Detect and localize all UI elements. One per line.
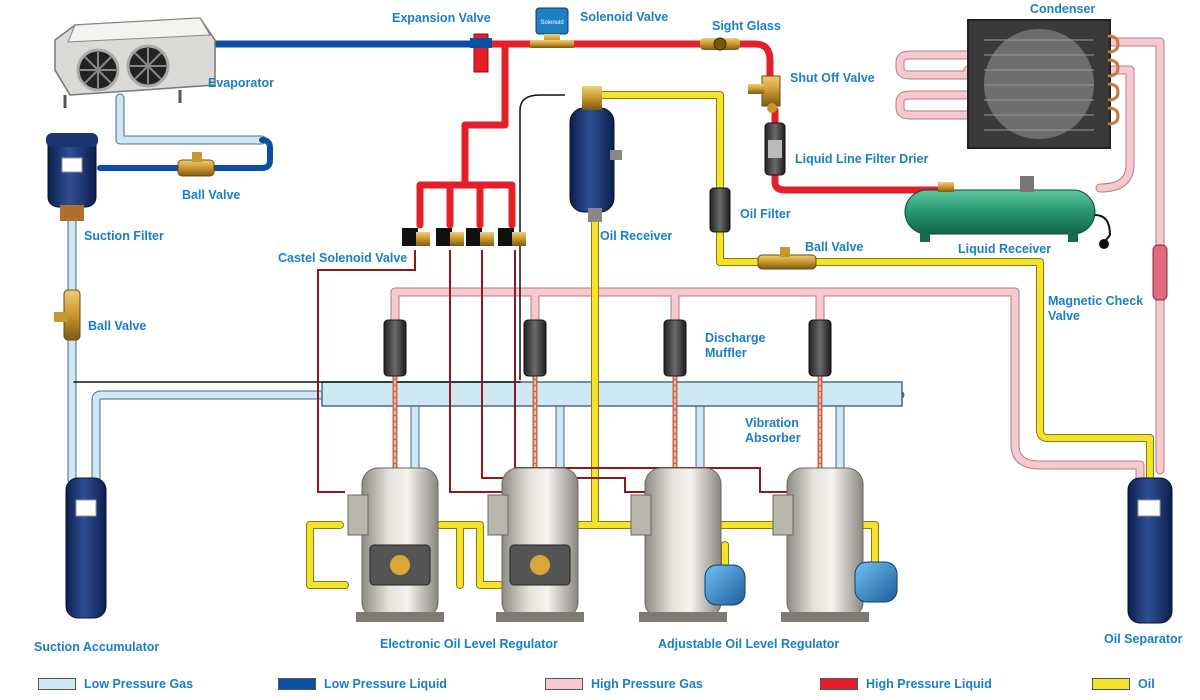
compressor-3 bbox=[630, 467, 746, 622]
label-adjustable-oil-level-regulator: Adjustable Oil Level Regulator bbox=[658, 637, 840, 651]
discharge-muffler-4 bbox=[808, 319, 832, 377]
legend-label: Oil bbox=[1138, 677, 1155, 691]
label-evaporator: Evaporator bbox=[208, 76, 274, 90]
label-electronic-oil-level-regulator: Electronic Oil Level Regulator bbox=[380, 637, 558, 651]
legend-swatch bbox=[820, 678, 858, 690]
evaporator bbox=[54, 17, 216, 108]
label-castel-solenoid-valve: Castel Solenoid Valve bbox=[278, 251, 408, 265]
label-discharge-muffler: Discharge Muffler bbox=[705, 331, 766, 360]
shut-off-valve bbox=[748, 75, 781, 113]
discharge-muffler-1 bbox=[383, 319, 407, 377]
label-condenser: Condenser bbox=[1030, 2, 1096, 16]
discharge-muffler-2 bbox=[523, 319, 547, 377]
solenoid-valve: Solenoid bbox=[530, 7, 574, 48]
oil-separator bbox=[1127, 477, 1173, 624]
castel-valve-3 bbox=[466, 228, 494, 246]
suction-filter bbox=[46, 133, 98, 221]
ball-valve-suction bbox=[54, 289, 81, 341]
castel-valve-2 bbox=[436, 228, 464, 246]
high-pressure-gas-lines bbox=[390, 37, 1165, 485]
low-pressure-gas-lines bbox=[67, 93, 905, 485]
legend-label: High Pressure Gas bbox=[591, 677, 703, 691]
label-ball-valve-suction: Ball Valve bbox=[88, 319, 147, 333]
legend-label: Low Pressure Liquid bbox=[324, 677, 447, 691]
expansion-valve bbox=[470, 33, 492, 73]
compressor-2 bbox=[487, 467, 584, 622]
low-pressure-liquid-lines bbox=[97, 40, 482, 171]
oil-filter bbox=[709, 187, 731, 233]
condenser bbox=[967, 19, 1120, 149]
label-liquid-line-filter-drier: Liquid Line Filter Drier bbox=[795, 152, 929, 166]
control-wires bbox=[317, 94, 790, 493]
label-sight-glass: Sight Glass bbox=[712, 19, 781, 33]
discharge-muffler-3 bbox=[663, 319, 687, 377]
liquid-receiver bbox=[904, 176, 1112, 249]
legend-label: High Pressure Liquid bbox=[866, 677, 992, 691]
label-ball-valve-oil: Ball Valve bbox=[805, 240, 864, 254]
suction-accumulator bbox=[65, 477, 107, 619]
castel-valve-1 bbox=[402, 228, 430, 246]
oil-lines bbox=[306, 91, 1154, 589]
ball-valve-oil bbox=[757, 247, 817, 270]
castel-solenoid-valves bbox=[402, 228, 526, 246]
legend-label: Low Pressure Gas bbox=[84, 677, 194, 691]
compressor-1 bbox=[347, 467, 444, 622]
label-oil-filter: Oil Filter bbox=[740, 207, 791, 221]
label-expansion-valve: Expansion Valve bbox=[392, 11, 491, 25]
magnetic-check-valve bbox=[1152, 244, 1168, 301]
legend-swatch bbox=[278, 678, 316, 690]
discharge-mufflers bbox=[383, 319, 832, 377]
label-ball-valve-top: Ball Valve bbox=[182, 188, 241, 202]
compressor-4 bbox=[772, 467, 898, 622]
liquid-line-filter-drier bbox=[764, 122, 786, 176]
legend-swatch bbox=[545, 678, 583, 690]
solenoid-badge: Solenoid bbox=[540, 20, 563, 26]
label-liquid-receiver: Liquid Receiver bbox=[958, 242, 1052, 256]
ball-valve-top bbox=[177, 152, 215, 177]
label-shut-off-valve: Shut Off Valve bbox=[790, 71, 875, 85]
legend-swatch bbox=[1092, 678, 1130, 690]
label-suction-accumulator: Suction Accumulator bbox=[34, 640, 160, 654]
castel-valve-4 bbox=[498, 228, 526, 246]
label-suction-filter: Suction Filter bbox=[84, 229, 164, 243]
label-oil-receiver: Oil Receiver bbox=[600, 229, 673, 243]
label-vibration-absorber: Vibration Absorber bbox=[745, 416, 801, 445]
oil-receiver bbox=[569, 86, 622, 222]
label-magnetic-check-valve: Magnetic Check Valve bbox=[1048, 294, 1144, 323]
label-solenoid-valve: Solenoid Valve bbox=[580, 10, 669, 24]
label-oil-separator: Oil Separator bbox=[1104, 632, 1183, 646]
legend-swatch bbox=[38, 678, 76, 690]
sight-glass bbox=[700, 37, 740, 51]
